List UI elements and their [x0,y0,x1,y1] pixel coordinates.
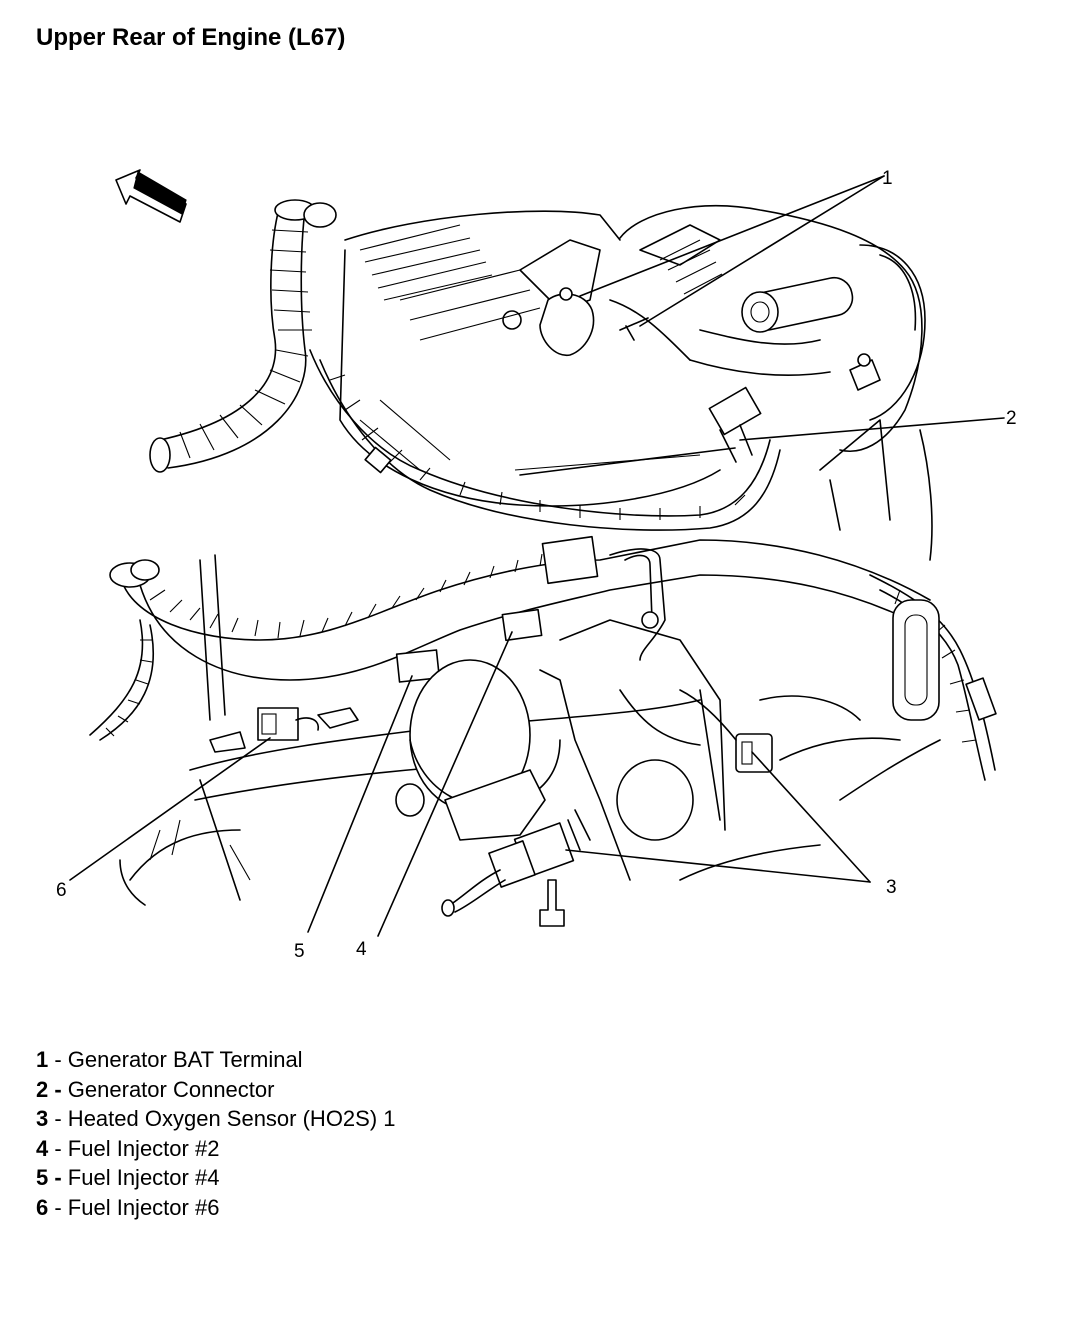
callout-labels: 1 2 3 4 5 6 [56,168,1017,962]
legend-list: 1 - Generator BAT Terminal 2 - Generator… [36,1045,396,1222]
leader-lines [69,175,1005,937]
intake-manifold [339,210,721,507]
legend-item: 4 - Fuel Injector #2 [36,1135,220,1161]
legend-item: 6 - Fuel Injector #6 [36,1194,220,1220]
callout-4: 4 [356,939,367,960]
callout-5: 5 [294,941,305,962]
ho2s-sensors [209,689,773,927]
legend-item: 3 - Heated Oxygen Sensor (HO2S) 1 [36,1106,396,1131]
callout-3: 3 [886,877,897,898]
harness-front [89,535,997,781]
harness-left [149,199,781,531]
callout-2: 2 [1006,408,1017,429]
legend-item: 2 - Generator Connector [36,1076,275,1102]
engine-block [119,419,941,906]
legend-item: 5 - Fuel Injector #4 [36,1165,220,1190]
diagram-title: Upper Rear of Engine (L67) [36,24,346,51]
legend-item: 1 - Generator BAT Terminal [36,1047,303,1072]
callout-1: 1 [882,168,893,189]
direction-arrow-icon [115,169,187,223]
generator [502,204,926,463]
callout-6: 6 [56,880,67,901]
